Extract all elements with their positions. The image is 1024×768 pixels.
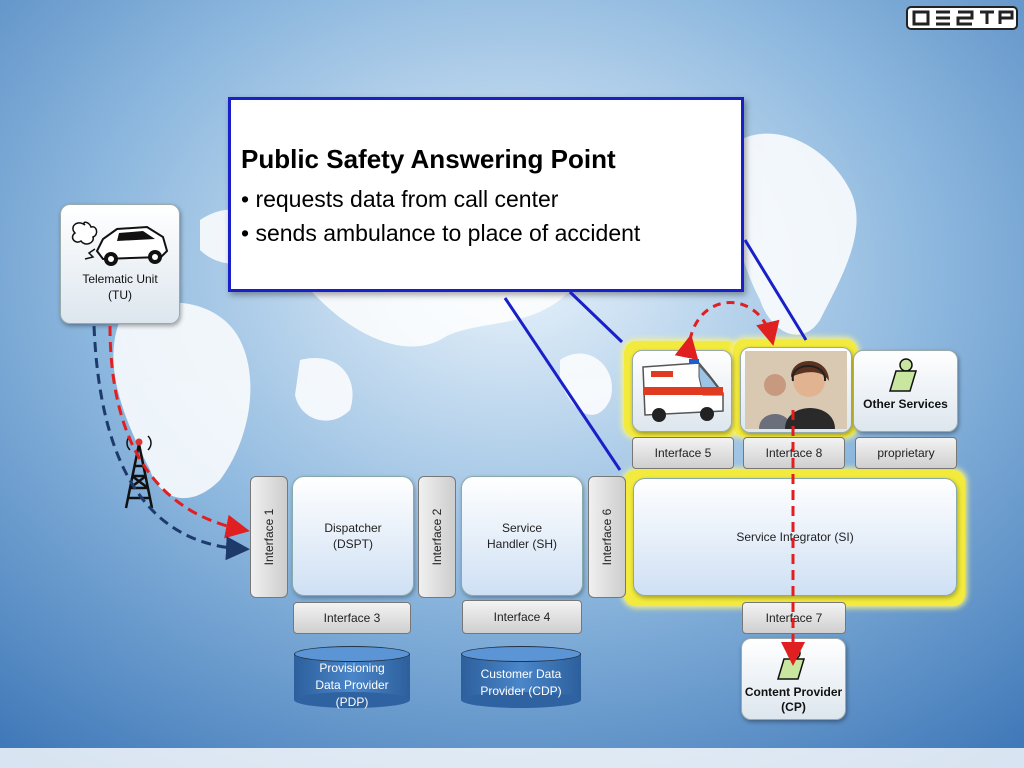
- dispatcher-component: Dispatcher(DSPT): [292, 476, 414, 596]
- other-services-label: Other Services: [863, 397, 948, 411]
- interface-4: Interface 4: [462, 600, 582, 634]
- interface-2: Interface 2: [418, 476, 456, 598]
- interface-7: Interface 7: [742, 602, 846, 634]
- content-icon: [776, 646, 806, 680]
- telematic-unit-label: Telematic Unit (TU): [82, 272, 158, 302]
- interface-1: Interface 1: [250, 476, 288, 598]
- content-provider-label: Content Provider(CP): [744, 685, 843, 714]
- interface-3: Interface 3: [293, 602, 411, 634]
- content-provider-tile: Content Provider(CP): [741, 638, 846, 720]
- psap-callout: Public Safety Answering Point • requests…: [228, 97, 744, 292]
- crashed-car-icon: [71, 221, 169, 266]
- call-center-tile: [740, 347, 852, 433]
- other-services-tile: Other Services: [853, 350, 958, 432]
- logo-icon: [906, 6, 1018, 30]
- interface-5: Interface 5: [632, 437, 734, 469]
- proprietary-interface: proprietary: [855, 437, 957, 469]
- service-icon: [888, 358, 918, 392]
- interface-6: Interface 6: [588, 476, 626, 598]
- ambulance-icon: [642, 359, 724, 422]
- callout-bullet-2: • sends ambulance to place of accident: [241, 220, 641, 246]
- radio-tower-icon: [124, 435, 154, 509]
- service-integrator-component: Service Integrator (SI): [633, 478, 957, 596]
- callout-title: Public Safety Answering Point: [241, 144, 616, 174]
- telematic-unit-tile: Telematic Unit (TU): [60, 204, 180, 324]
- ambulance-tile: [632, 350, 732, 432]
- callout-bullet-1: • requests data from call center: [241, 186, 559, 212]
- interface-8: Interface 8: [743, 437, 845, 469]
- call-center-agent-icon: [745, 351, 847, 429]
